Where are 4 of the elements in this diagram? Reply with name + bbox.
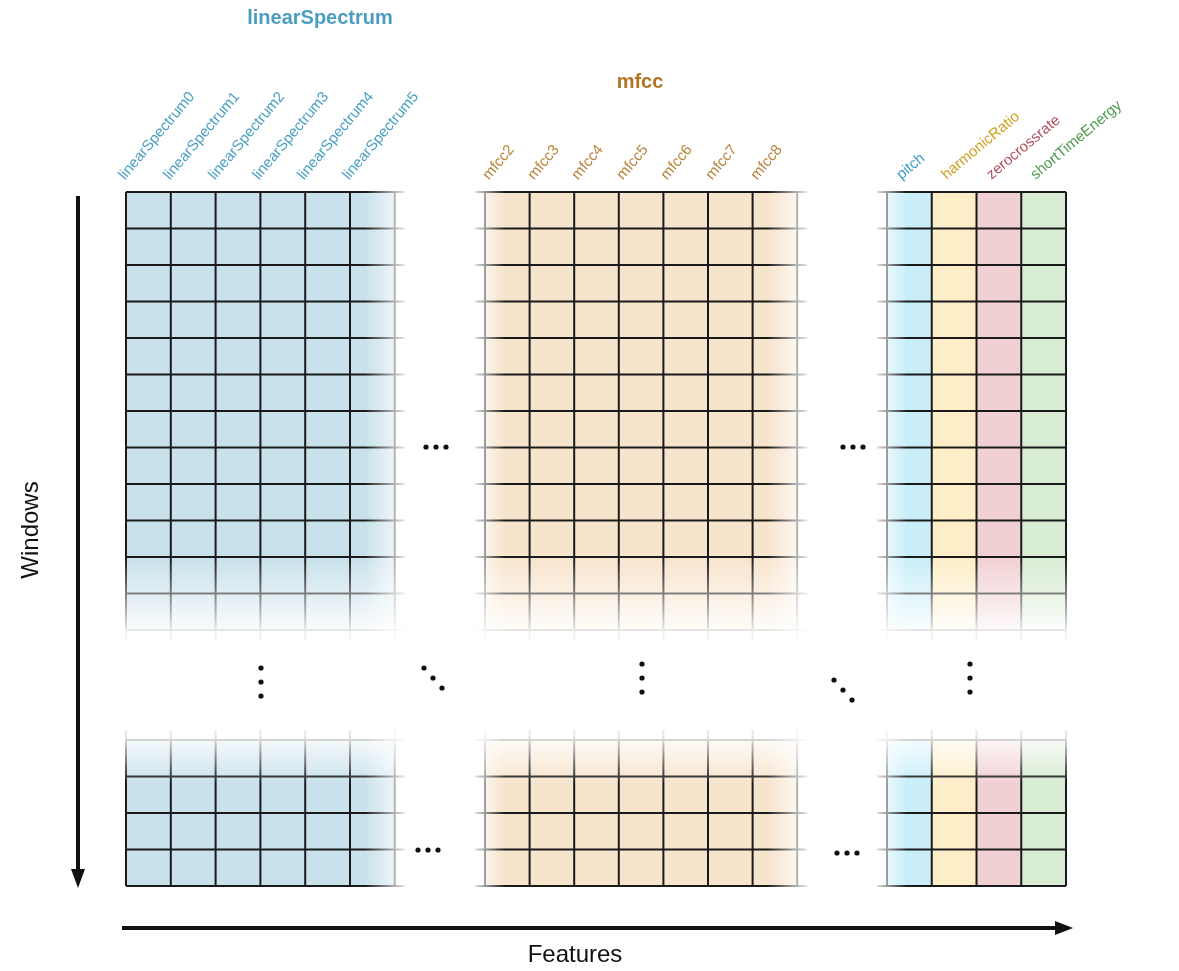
axis-label: Windows <box>21 481 39 579</box>
axis-label: Features <box>527 940 623 968</box>
group-heading: linearSpectrum <box>247 8 393 26</box>
group-heading: mfcc <box>616 72 664 90</box>
